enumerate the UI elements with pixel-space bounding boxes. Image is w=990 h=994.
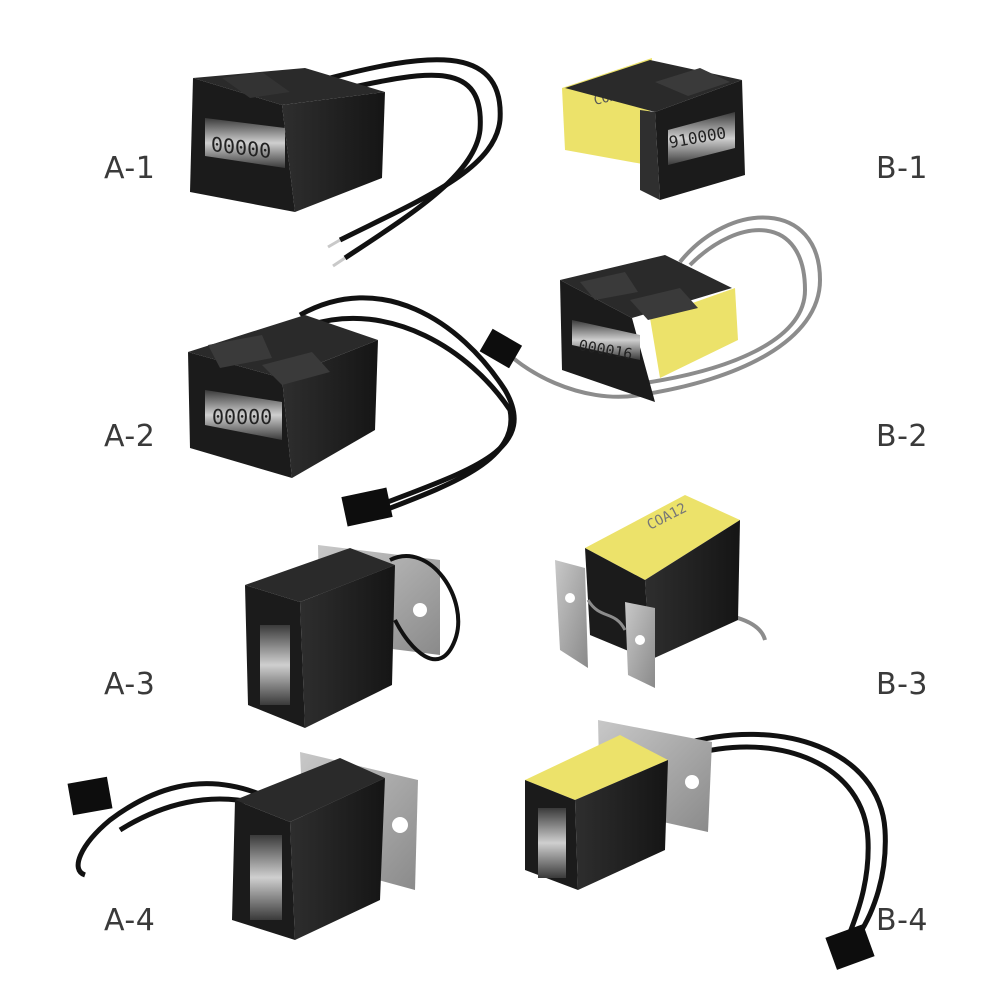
counter-a4 <box>67 752 418 940</box>
digit-window <box>260 625 290 705</box>
wire <box>679 731 888 942</box>
bracket-hole <box>685 775 699 789</box>
wire <box>298 295 517 508</box>
reset-button <box>262 352 330 385</box>
counter-side <box>645 520 740 660</box>
mounting-bracket <box>555 560 588 668</box>
connector <box>67 776 113 816</box>
counter-a2: 00000 <box>188 295 517 527</box>
label-a3: A-3 <box>104 667 156 702</box>
wire <box>629 228 808 387</box>
reset-button <box>630 288 698 320</box>
digit-window <box>572 320 640 360</box>
label-sticker <box>525 735 668 800</box>
bracket-hole <box>392 817 408 833</box>
label-b2: B-2 <box>876 419 928 454</box>
wire <box>498 215 823 399</box>
counter-side <box>290 778 385 940</box>
counter-b2: 000016 <box>479 215 823 402</box>
wire <box>389 554 461 662</box>
counter-top <box>245 548 395 602</box>
counter-side <box>575 760 668 890</box>
counter-side <box>300 565 395 728</box>
wire-tip <box>327 238 341 249</box>
counter-b1: COA126 910000 <box>562 58 745 200</box>
bracket-hole <box>635 635 645 645</box>
label-b4: B-4 <box>876 903 928 938</box>
coil-wire <box>586 599 627 631</box>
wire-tip <box>332 256 346 268</box>
digit-window <box>205 390 282 440</box>
wire <box>75 781 263 878</box>
counter-side <box>640 110 660 200</box>
label-a4: A-4 <box>104 903 156 938</box>
connector <box>479 328 523 369</box>
counter-top <box>235 758 385 822</box>
counter-b4 <box>525 720 888 970</box>
counter-top <box>585 495 740 580</box>
label-b1: B-1 <box>876 151 928 186</box>
digit-window <box>538 808 566 878</box>
wire <box>309 315 514 515</box>
counter-side <box>282 92 385 212</box>
reset-button <box>222 72 290 98</box>
connector <box>341 487 393 527</box>
reset-button <box>208 335 272 368</box>
digit-readout: 00000 <box>212 405 272 429</box>
wire <box>689 744 871 946</box>
digit-window <box>668 112 735 165</box>
wire <box>329 57 503 243</box>
label-a1: A-1 <box>104 151 156 186</box>
reset-button <box>655 68 730 96</box>
digit-window <box>205 118 285 168</box>
counter-a1: 00000 <box>190 57 503 268</box>
counter-b3: COA12 <box>555 495 767 688</box>
label-a2: A-2 <box>104 419 156 454</box>
bracket-hole <box>565 593 575 603</box>
wire <box>339 72 483 261</box>
label-b3: B-3 <box>876 667 928 702</box>
counter-top <box>560 255 732 318</box>
bracket-hole <box>413 603 427 617</box>
digit-window <box>250 835 282 920</box>
reset-button <box>580 272 638 300</box>
connector <box>825 924 875 970</box>
counter-a3 <box>245 545 461 728</box>
